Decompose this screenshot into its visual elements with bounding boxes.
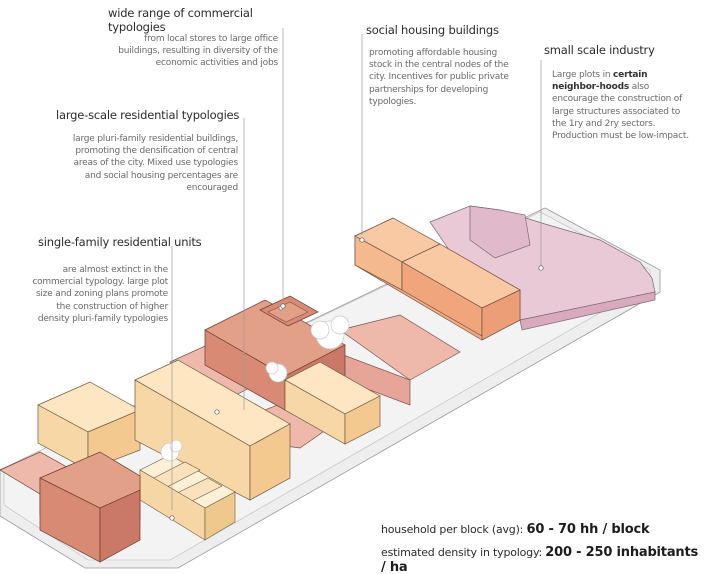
single-family-text: are almost extinct in the commercial typ… <box>32 265 168 324</box>
leader-dots <box>169 237 544 521</box>
commercial-title: wide range of commercial typologies <box>108 6 253 34</box>
tree-icons <box>160 315 350 462</box>
density-label: estimated density in typology: <box>381 546 542 559</box>
commercial-tower <box>204 295 346 411</box>
leader-lines <box>171 28 542 510</box>
residential-large-title: large-scale residential typologies <box>56 108 240 122</box>
industry-text-bold: certain neighbor-hoods <box>552 70 648 93</box>
industry-text: Large plots in certain neighbor-hoods al… <box>552 69 692 142</box>
front-commercial-block <box>0 451 141 563</box>
density-value: 200 - 250 inhabitants / ha <box>381 545 699 574</box>
industry-title: small scale industry <box>544 43 655 57</box>
social-housing-block <box>354 217 521 341</box>
industry-text-after: also encourage the construction of large… <box>552 82 689 142</box>
households-metric: household per block (avg): 60 - 70 hh / … <box>381 522 701 537</box>
density-metric: estimated density in typology: 200 - 250… <box>381 545 706 574</box>
residential-blocks <box>37 359 381 501</box>
single-family-title: single-family residential units <box>38 235 202 249</box>
households-label: household per block (avg): <box>381 523 524 536</box>
residential-large-text: large pluri-family residential buildings… <box>72 134 238 193</box>
commercial-text: from local stores to large office buildi… <box>118 34 278 69</box>
single-family-houses <box>139 454 236 541</box>
households-value: 60 - 70 hh / block <box>526 522 650 537</box>
social-housing-title: social housing buildings <box>366 23 499 37</box>
industry-block <box>429 205 656 331</box>
industry-text-before: Large plots in <box>552 70 614 80</box>
social-housing-text: promoting affordable housing stock in th… <box>369 48 509 107</box>
